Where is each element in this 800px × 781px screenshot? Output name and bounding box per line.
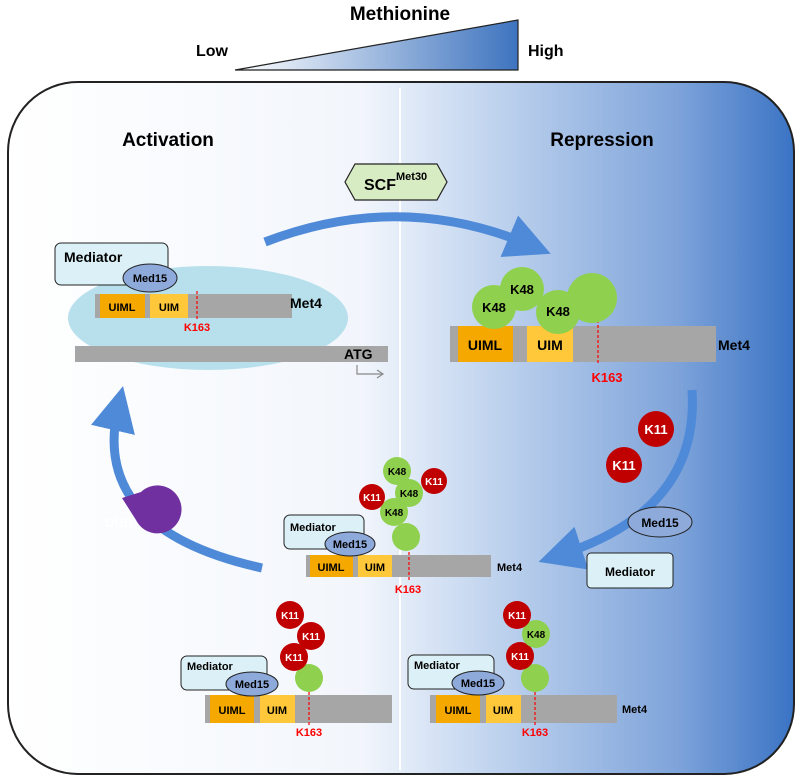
k11-label-br2: K11 [508,611,526,622]
met4-label-5: Met4 [622,704,648,716]
uim-label: UIM [159,302,179,314]
k11-label-bl2: K11 [302,632,320,643]
methionine-title: Methionine [350,4,450,25]
med15-label-free: Med15 [641,516,679,530]
k48-label-m2: K48 [400,489,419,500]
arrow-to-degradation [538,389,697,570]
k163-label-3: K163 [395,584,421,596]
k163-label: K163 [184,322,210,334]
med15-label-5: Med15 [461,678,495,690]
dub-icon [122,485,182,534]
repression-state: UIML UIM K163 Met4 K48 K48 K48 [450,267,750,385]
arrow-to-repression [263,212,551,257]
uim-label-4: UIM [267,705,287,717]
dub-enzyme: DUB [105,485,182,534]
intermediate-state: UIML UIM K163 Met4 Mediator Med15 K48 K4… [283,457,523,596]
scf-label: SCF [364,177,396,194]
mediator-label-3: Mediator [290,522,337,534]
dna-bar [75,346,388,362]
mediator-label-free: Mediator [605,565,655,579]
activation-state: ATG UIML UIM K163 Met4 Mediator Med15 [54,242,388,379]
k11-label-m1: K11 [425,477,443,488]
met4-label: Met4 [290,295,322,311]
uiml-label-3: UIML [318,562,345,574]
k163-label-4: K163 [296,727,322,739]
repression-title: Repression [550,130,653,151]
uiml-label: UIML [109,302,136,314]
k11-label-br1: K11 [511,652,529,663]
scf-superscript: Met30 [396,171,427,183]
atg-label: ATG [344,346,373,362]
activation-title: Activation [122,130,214,151]
uim-label-3: UIM [365,562,385,574]
med15-label: Med15 [133,273,167,285]
low-label: Low [196,43,229,60]
k163-label-2: K163 [591,370,622,385]
methionine-gradient: Methionine Low High [196,4,564,71]
k48-label-m3: K48 [388,467,407,478]
uiml-label-5: UIML [445,705,472,717]
uiml-label-2: UIML [468,337,503,353]
uim-label-5: UIM [493,705,513,717]
tss-arrow-icon [356,365,382,375]
free-factors: K11 K11 Med15 Mediator [586,411,693,589]
k11-label-free-b: K11 [612,458,635,473]
med15-oval [122,263,178,293]
k11-label-bl1: K11 [285,653,303,664]
uiml-label-4: UIML [219,705,246,717]
high-label: High [528,43,564,60]
met4-label-2: Met4 [718,337,750,353]
scf-met30-complex: SCF Met30 [344,163,448,201]
mediator-label-4: Mediator [187,661,234,673]
k11-label-m2: K11 [363,493,381,504]
mediator-label: Mediator [64,249,123,265]
mediator-label-5: Mediator [414,660,461,672]
bottom-left-state: UIML UIM K163 Mediator Med15 K11 K11 K11 [180,601,392,739]
bottom-right-state: UIML UIM K163 Met4 Mediator Med15 K11 K4… [407,601,648,739]
k48-label-a: K48 [546,304,570,319]
uiml-domain [100,294,145,318]
dub-label: DUB [105,515,133,530]
uim-domain [150,294,188,318]
uim-label-2: UIM [537,337,563,353]
k48-label-b: K48 [510,282,534,297]
k48-label-m1: K48 [385,508,404,519]
k48-label-br1: K48 [527,630,546,641]
k11-label-bl3: K11 [281,611,299,622]
k48-label-c: K48 [482,300,506,315]
k163-label-5: K163 [522,727,548,739]
met4-label-3: Met4 [497,562,523,574]
med15-label-3: Med15 [333,539,367,551]
k11-label-free-a: K11 [644,422,667,437]
med15-label-4: Med15 [235,679,269,691]
